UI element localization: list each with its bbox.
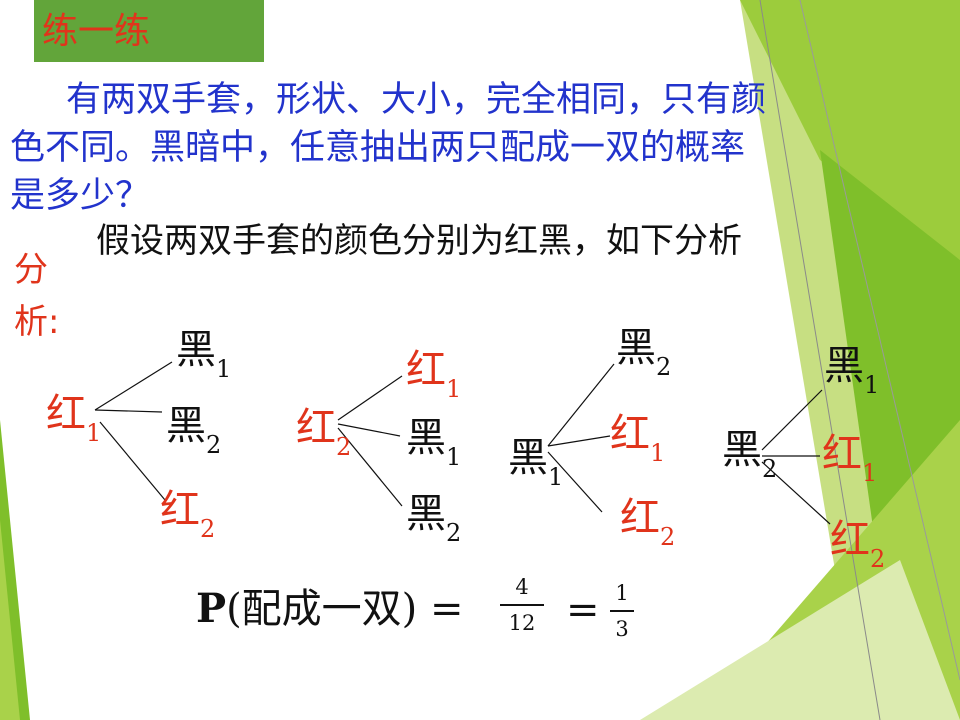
branch-line: [94, 361, 173, 411]
tree4-branch-1: 黑1: [824, 343, 880, 399]
equals-sign-2: =: [566, 587, 600, 633]
problem-line-3: 是多少？: [10, 176, 151, 216]
tree4-branch-2: 红1: [822, 431, 878, 487]
fraction-numerator: 4: [515, 575, 529, 599]
tree3-root: 黑1: [508, 435, 564, 491]
tree1-branch-2: 黑2: [166, 403, 222, 459]
branch-line: [337, 427, 403, 507]
title-box: [34, 0, 264, 62]
fraction-denominator: 3: [615, 617, 629, 641]
fraction-bar: [610, 610, 634, 612]
branch-line: [99, 421, 166, 501]
problem-line-1: 有两双手套，形状、大小，完全相同，只有颜: [66, 80, 767, 120]
assumption-text: 假设两双手套的颜色分别为红黑，如下分析: [96, 221, 742, 261]
tree1-branch-3: 红2: [160, 487, 216, 543]
tree2-branch-2: 黑1: [406, 415, 462, 471]
branch-line: [547, 363, 615, 447]
tree1-root: 红1: [46, 391, 102, 447]
branch-line: [761, 389, 823, 451]
tree3-branch-3: 红2: [620, 495, 676, 551]
probability-formula: P(配成一双) =: [196, 584, 464, 634]
tree4-branch-3: 红2: [830, 517, 886, 573]
problem-text: 有两双手套，形状、大小，完全相同，只有颜 色不同。黑暗中，任意抽出两只配成一双的…: [10, 76, 925, 220]
equals-sign: =: [430, 586, 464, 632]
branch-line: [337, 375, 403, 421]
fraction-4-12: 4 12: [500, 572, 544, 638]
probability-symbol: P: [196, 585, 227, 632]
fraction-denominator: 12: [508, 611, 536, 635]
fraction-1-3: 1 3: [610, 578, 634, 644]
tree4-root: 黑2: [722, 427, 778, 483]
tree3-branch-1: 黑2: [616, 325, 672, 381]
tree2-branch-3: 黑2: [406, 491, 462, 547]
problem-line-2: 色不同。黑暗中，任意抽出两只配成一双的概率: [10, 128, 746, 168]
analysis-label: 分析:: [14, 250, 60, 342]
tree1-branch-1: 黑1: [176, 327, 232, 383]
branch-line: [547, 435, 611, 447]
branch-line: [547, 451, 603, 513]
branch-line: [761, 461, 831, 525]
tree2-root: 红2: [296, 405, 352, 461]
event-label: (配成一双): [226, 586, 418, 632]
branch-line: [94, 409, 163, 413]
slide-title: 练一练: [42, 11, 151, 52]
branch-line: [337, 423, 401, 437]
tree2-branch-1: 红1: [406, 347, 462, 403]
fraction-numerator: 1: [615, 581, 629, 605]
fraction-bar: [500, 604, 544, 606]
tree3-branch-2: 红1: [610, 411, 666, 467]
